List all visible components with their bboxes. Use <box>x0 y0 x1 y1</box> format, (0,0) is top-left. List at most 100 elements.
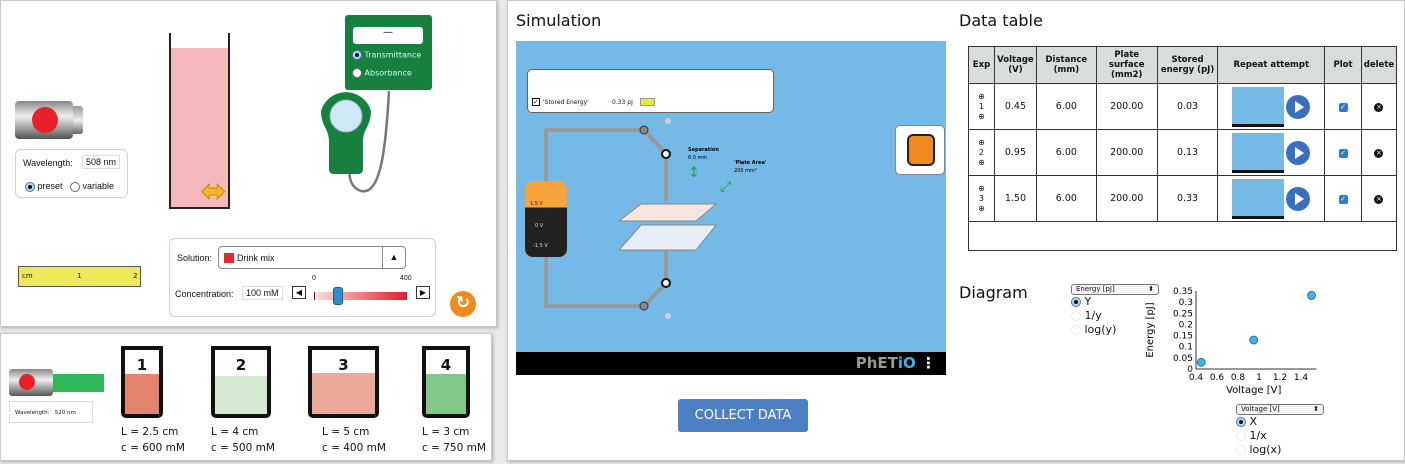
slider-max: 400 <box>400 275 412 282</box>
beaker-number: 3 <box>338 356 349 374</box>
wavelength-value[interactable]: 508 nm <box>82 155 121 169</box>
absorbance-radio[interactable]: Absorbance <box>352 68 412 78</box>
light-button[interactable] <box>32 107 58 133</box>
column-header: delete <box>1360 46 1398 84</box>
exp-number: 3 <box>978 193 985 203</box>
dropdown-arrow-icon[interactable]: ▲ <box>382 247 405 268</box>
separation-arrow-icon: ↕ <box>688 165 700 181</box>
distance-cell: 6.00 <box>1035 129 1097 176</box>
data-table-title: Data table <box>959 11 1043 30</box>
move-down-icon[interactable]: ⊕ <box>978 203 985 213</box>
repeat-thumbnail[interactable] <box>1232 132 1285 173</box>
exp-number: 1 <box>978 101 985 111</box>
concentration-value[interactable]: 100 mM <box>242 286 283 300</box>
delete-icon[interactable]: × <box>1374 103 1384 112</box>
x-tick-label: 0.8 <box>1231 373 1246 383</box>
x-transform-radio[interactable]: X <box>1236 415 1257 428</box>
stored-energy-value: 0.33 pJ <box>612 99 633 106</box>
distance-cell: 6.00 <box>1035 175 1097 222</box>
plot-checkbox[interactable]: ✓ <box>1338 195 1348 204</box>
collect-data-button[interactable]: COLLECT DATA <box>678 399 808 432</box>
y-transform-radio[interactable]: 1/y <box>1071 309 1102 322</box>
energy-cell: 0.33 <box>1156 175 1219 222</box>
play-icon[interactable] <box>1286 94 1311 119</box>
beaker-solution <box>312 373 375 414</box>
y-tick-label: 0.2 <box>1179 320 1193 330</box>
y-transform-radio[interactable]: Y <box>1071 295 1091 308</box>
table-row: ⊕3⊕ 1.50 6.00 200.00 0.33 ✓ × <box>968 175 1398 222</box>
voltmeter-icon <box>907 134 935 166</box>
repeat-thumbnail[interactable] <box>1232 178 1285 219</box>
column-header: Stored energy (pJ) <box>1156 46 1219 84</box>
move-up-icon[interactable]: ⊕ <box>978 183 985 193</box>
move-up-icon[interactable]: ⊕ <box>978 137 985 147</box>
play-icon[interactable] <box>1286 140 1311 165</box>
concentration-slider[interactable] <box>314 287 407 305</box>
cuvette-width-arrow-icon[interactable]: ⬌ <box>200 174 227 209</box>
x-transform-radio[interactable]: log(x) <box>1236 443 1281 456</box>
x-axis-label: Voltage [V] <box>1226 385 1281 396</box>
x-tick-label: 0.6 <box>1210 373 1225 383</box>
beaker-3: 3 <box>308 346 379 418</box>
exp-number: 2 <box>978 147 985 157</box>
stored-energy-checkbox[interactable]: ✓ <box>532 98 540 106</box>
reset-button[interactable]: ↻ <box>450 291 476 317</box>
y-tick-label: 0.3 <box>1179 298 1193 308</box>
y-transform-radio[interactable]: log(y) <box>1071 323 1116 336</box>
preset-radio[interactable]: preset <box>25 181 63 192</box>
voltmeter-toolbox[interactable] <box>895 125 945 175</box>
ruler[interactable]: cm 1 2 <box>18 266 141 287</box>
light-source[interactable] <box>15 101 73 139</box>
y-axis-select[interactable]: Energy [pJ]⬍ <box>1071 284 1159 295</box>
x-transform-radio[interactable]: 1/x <box>1236 429 1267 442</box>
voltage-cell: 0.45 <box>993 83 1037 130</box>
detector-probe[interactable] <box>311 86 391 196</box>
slider-min: 0 <box>312 275 316 282</box>
menu-icon[interactable]: ⋮ <box>921 354 936 372</box>
solution-label: Solution: <box>177 253 213 263</box>
plot-checkbox[interactable]: ✓ <box>1338 149 1348 158</box>
phet-logo: PhET <box>855 354 898 372</box>
wavelength-control: Wavelength: 508 nm preset variable <box>15 149 128 198</box>
slider-thumb[interactable] <box>333 287 344 305</box>
battery-mid-label: 0 V <box>535 223 544 229</box>
solution-control-panel: Solution: Drink mix ▲ Concentration: 100… <box>169 238 436 317</box>
delete-icon[interactable]: × <box>1374 149 1384 158</box>
move-up-icon[interactable]: ⊕ <box>978 91 985 101</box>
energy-cell: 0.03 <box>1156 83 1219 130</box>
simulation-title: Simulation <box>516 11 602 30</box>
repeat-thumbnail[interactable] <box>1232 86 1285 127</box>
x-axis-select[interactable]: Voltage [V]⬍ <box>1236 404 1324 415</box>
transmittance-radio[interactable]: Transmittance <box>352 50 421 60</box>
detector-meter: — Transmittance Absorbance <box>345 15 432 90</box>
move-down-icon[interactable]: ⊕ <box>978 157 985 167</box>
play-icon[interactable] <box>1286 186 1311 211</box>
solution-dropdown[interactable]: Drink mix ▲ <box>218 246 406 269</box>
delete-icon[interactable]: × <box>1374 195 1384 204</box>
voltage-cell: 1.50 <box>993 175 1037 222</box>
plot-checkbox[interactable]: ✓ <box>1338 103 1348 112</box>
increase-button[interactable]: ▶ <box>416 286 430 299</box>
capacitor-lab-panel: Simulation ✓ 'Stored Energy' 0.33 pJ Sep… <box>507 0 1405 461</box>
beaker-solution <box>426 374 466 414</box>
data-point <box>1196 357 1206 367</box>
x-tick-label: 1.2 <box>1273 373 1287 383</box>
battery[interactable]: 1.5 V 0 V -1.5 V <box>525 181 567 257</box>
variable-radio[interactable]: variable <box>70 181 114 192</box>
cuvette <box>169 33 230 209</box>
column-header: Repeat attempt <box>1217 46 1326 84</box>
move-down-icon[interactable]: ⊕ <box>978 111 985 121</box>
simulation-canvas[interactable]: ✓ 'Stored Energy' 0.33 pJ Separation 6.0… <box>516 41 946 375</box>
voltage-cell: 0.95 <box>993 129 1037 176</box>
decrease-button[interactable]: ◀ <box>292 286 306 299</box>
beers-law-panel: Wavelength: 508 nm preset variable ⬌ — T… <box>0 0 497 327</box>
plate-cell: 200.00 <box>1095 83 1158 130</box>
green-light-beam <box>53 374 104 392</box>
concentration-label: Concentration: <box>175 289 234 299</box>
y-tick-label: 0 <box>1187 365 1193 375</box>
column-header: Plot <box>1324 46 1362 84</box>
